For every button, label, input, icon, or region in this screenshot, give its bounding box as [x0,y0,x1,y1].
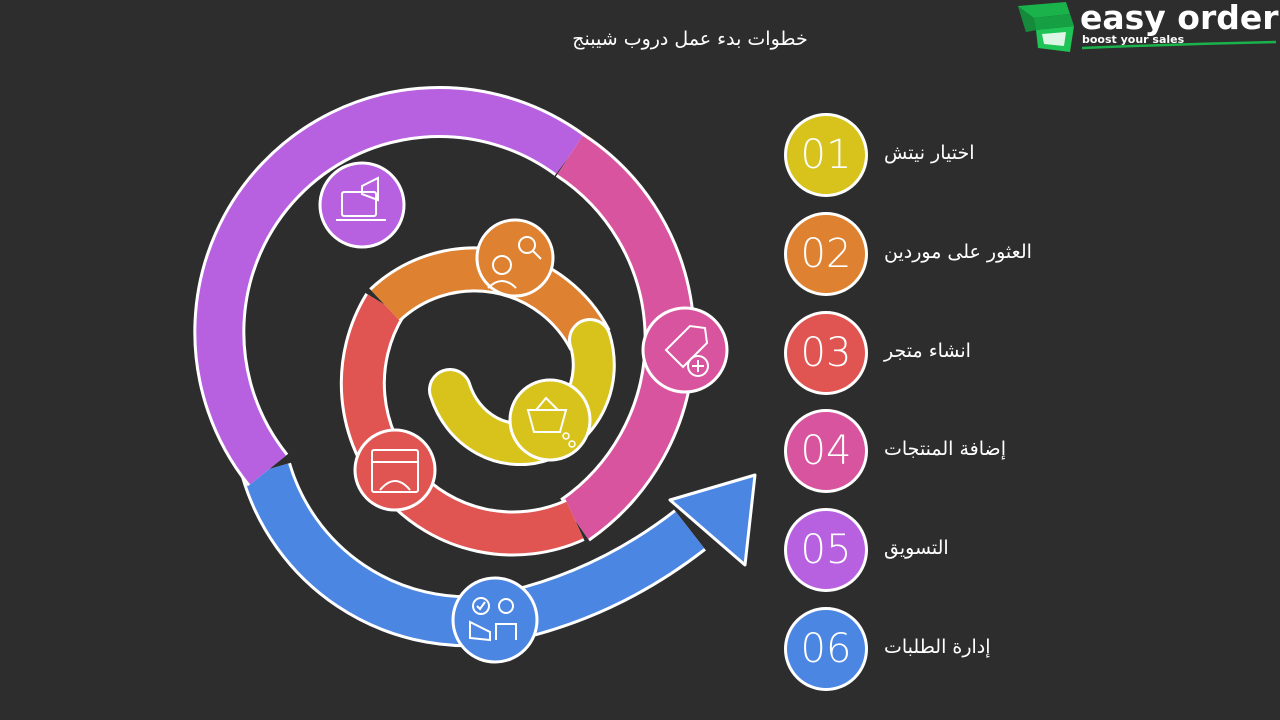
step-04-label: إضافة المنتجات [884,438,1006,460]
store-front-icon [353,428,437,512]
logo-name: easy orders [1080,0,1280,37]
easy-orders-logo[interactable]: easy orders boost your sales [1010,0,1280,60]
step-02-label: العثور على موردين [884,241,1032,263]
logo-tagline: boost your sales [1082,33,1185,46]
shopping-basket-icon [508,378,592,462]
search-person-icon [475,218,555,298]
diagram-title: خطوات بدء عمل دروب شيبنج [572,28,808,50]
arrow-head [668,473,757,567]
step-05-label: التسويق [884,537,949,559]
megaphone-laptop-icon [318,161,406,249]
logo-underline-icon [1081,40,1277,50]
tag-add-icon [641,306,729,394]
ring-segment-05 [196,89,584,485]
checklist-worker-icon [451,576,539,664]
spiral-diagram [193,86,757,664]
step-03-label: انشاء متجر [884,340,971,362]
logo-mark-icon [1018,2,1074,52]
step-06-label: إدارة الطلبات [884,636,991,658]
ring-segment-06 [243,463,705,645]
step-01-label: اختيار نيتش [884,142,975,164]
